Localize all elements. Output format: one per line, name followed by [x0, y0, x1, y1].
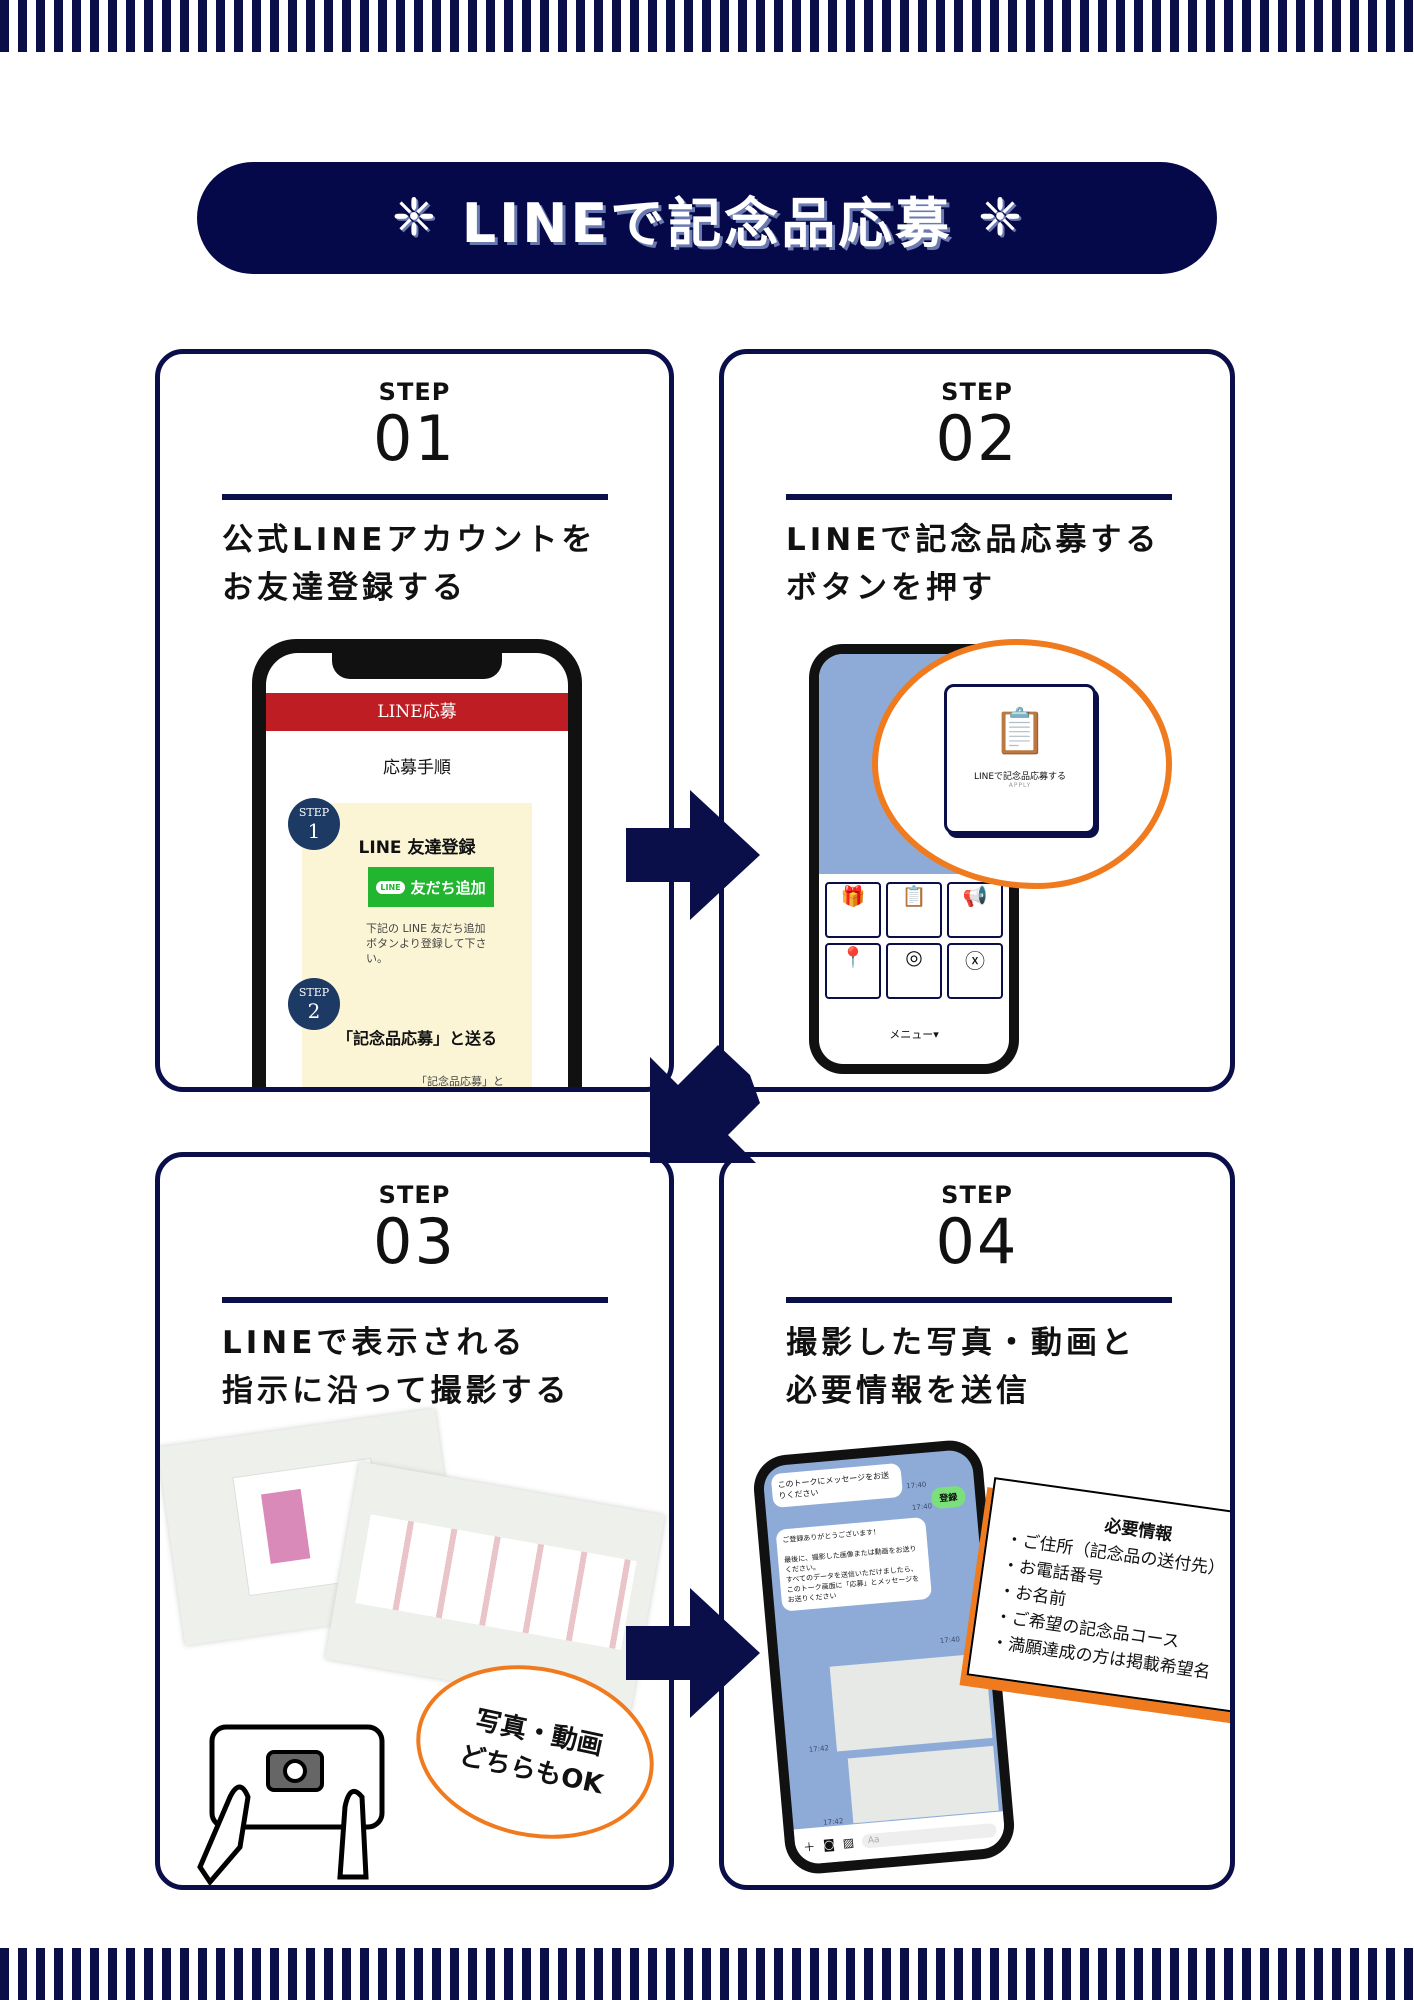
hands-camera-icon: [197, 1724, 385, 1885]
photo-timestamp: 17:42: [808, 1744, 830, 1754]
divider: [222, 1297, 608, 1303]
sent-photo: [847, 1745, 999, 1824]
message-timestamp: 17:40: [905, 1480, 927, 1491]
step-card-1: STEP 01 公式LINEアカウントをお友達登録する LINE応募 応募手順 …: [155, 349, 674, 1092]
flower-icon: ❈: [978, 188, 1022, 248]
step-heading: LINEで記念品応募するボタンを押す: [786, 522, 1161, 606]
menu-tile-map[interactable]: 📍: [825, 943, 881, 999]
step-card-3: STEP 03 LINEで表示される指示に沿って撮影する 写真・動画どちらもOK: [155, 1152, 674, 1890]
register-message: 登録: [930, 1485, 967, 1510]
required-info-note: 必要情報 ・ご住所（記念品の送付先） ・お電話番号 ・お名前 ・ご希望の記念品コ…: [966, 1477, 1230, 1717]
flower-icon: ❈: [392, 188, 436, 248]
step-number: 03: [373, 1205, 456, 1278]
procedure-title: 応募手順: [383, 758, 451, 778]
step-heading: 撮影した写真・動画と必要情報を送信: [786, 1325, 1136, 1409]
step-card-4: STEP 04 撮影した写真・動画と必要情報を送信 このトークにメッセージをお送…: [719, 1152, 1235, 1890]
step1-title: LINE 友達登録: [358, 838, 476, 858]
title-banner: ❈ LINEで記念品応募 ❈: [197, 162, 1217, 274]
rich-menu: 🎁 📋 📢 📍 ◎ ⓧ: [825, 882, 1003, 999]
step-heading: LINEで表示される指示に沿って撮影する: [222, 1325, 571, 1409]
step-label: STEP: [378, 1181, 451, 1209]
step-label: STEP: [941, 378, 1013, 406]
menu-tile-apply[interactable]: 📋: [886, 882, 942, 938]
step-label: STEP: [941, 1181, 1013, 1209]
step-number: 01: [373, 402, 456, 475]
app-header: LINE応募: [266, 693, 568, 731]
step-card-2: STEP 02 LINEで記念品応募するボタンを押す 🎁 📋 📢 📍 ◎ ⓧ メ…: [719, 349, 1235, 1092]
step-heading: 公式LINEアカウントをお友達登録する: [222, 522, 597, 606]
divider: [786, 1297, 1172, 1303]
message-timestamp: 17:40: [939, 1635, 961, 1646]
step-number: 04: [935, 1205, 1019, 1278]
arrow-right-icon: [626, 1588, 760, 1718]
image-icon[interactable]: ▨: [842, 1835, 855, 1851]
arrow-right-icon: [626, 790, 760, 920]
arrow-down-left-icon: [650, 1045, 760, 1163]
clipboard-icon: 📋: [992, 706, 1048, 757]
apply-button-zoomed[interactable]: 📋 LINEで記念品応募する APPLY: [944, 684, 1096, 834]
menu-tile-gift[interactable]: 🎁: [825, 882, 881, 938]
message-input[interactable]: Aa: [861, 1822, 998, 1849]
menu-tile-x[interactable]: ⓧ: [947, 943, 1003, 999]
menu-tile-instagram[interactable]: ◎: [886, 943, 942, 999]
chat-message: ご登録ありがとうございます！ 最後に、撮影した画像または動画をお送りください。 …: [775, 1516, 933, 1612]
divider: [786, 494, 1172, 500]
step-label: STEP: [378, 378, 451, 406]
bottom-stripe-border: [0, 1948, 1414, 2000]
top-stripe-border: [0, 0, 1414, 52]
menu-toggle[interactable]: メニュー▾: [889, 1028, 939, 1041]
message-timestamp: 17:40: [911, 1502, 933, 1512]
menu-tile-news[interactable]: 📢: [947, 882, 1003, 938]
step-number: 02: [935, 402, 1019, 475]
camera-icon[interactable]: ◙: [822, 1837, 836, 1852]
plus-icon[interactable]: ＋: [802, 1839, 816, 1855]
page-title: LINEで記念品応募: [461, 191, 953, 255]
divider: [222, 494, 608, 500]
